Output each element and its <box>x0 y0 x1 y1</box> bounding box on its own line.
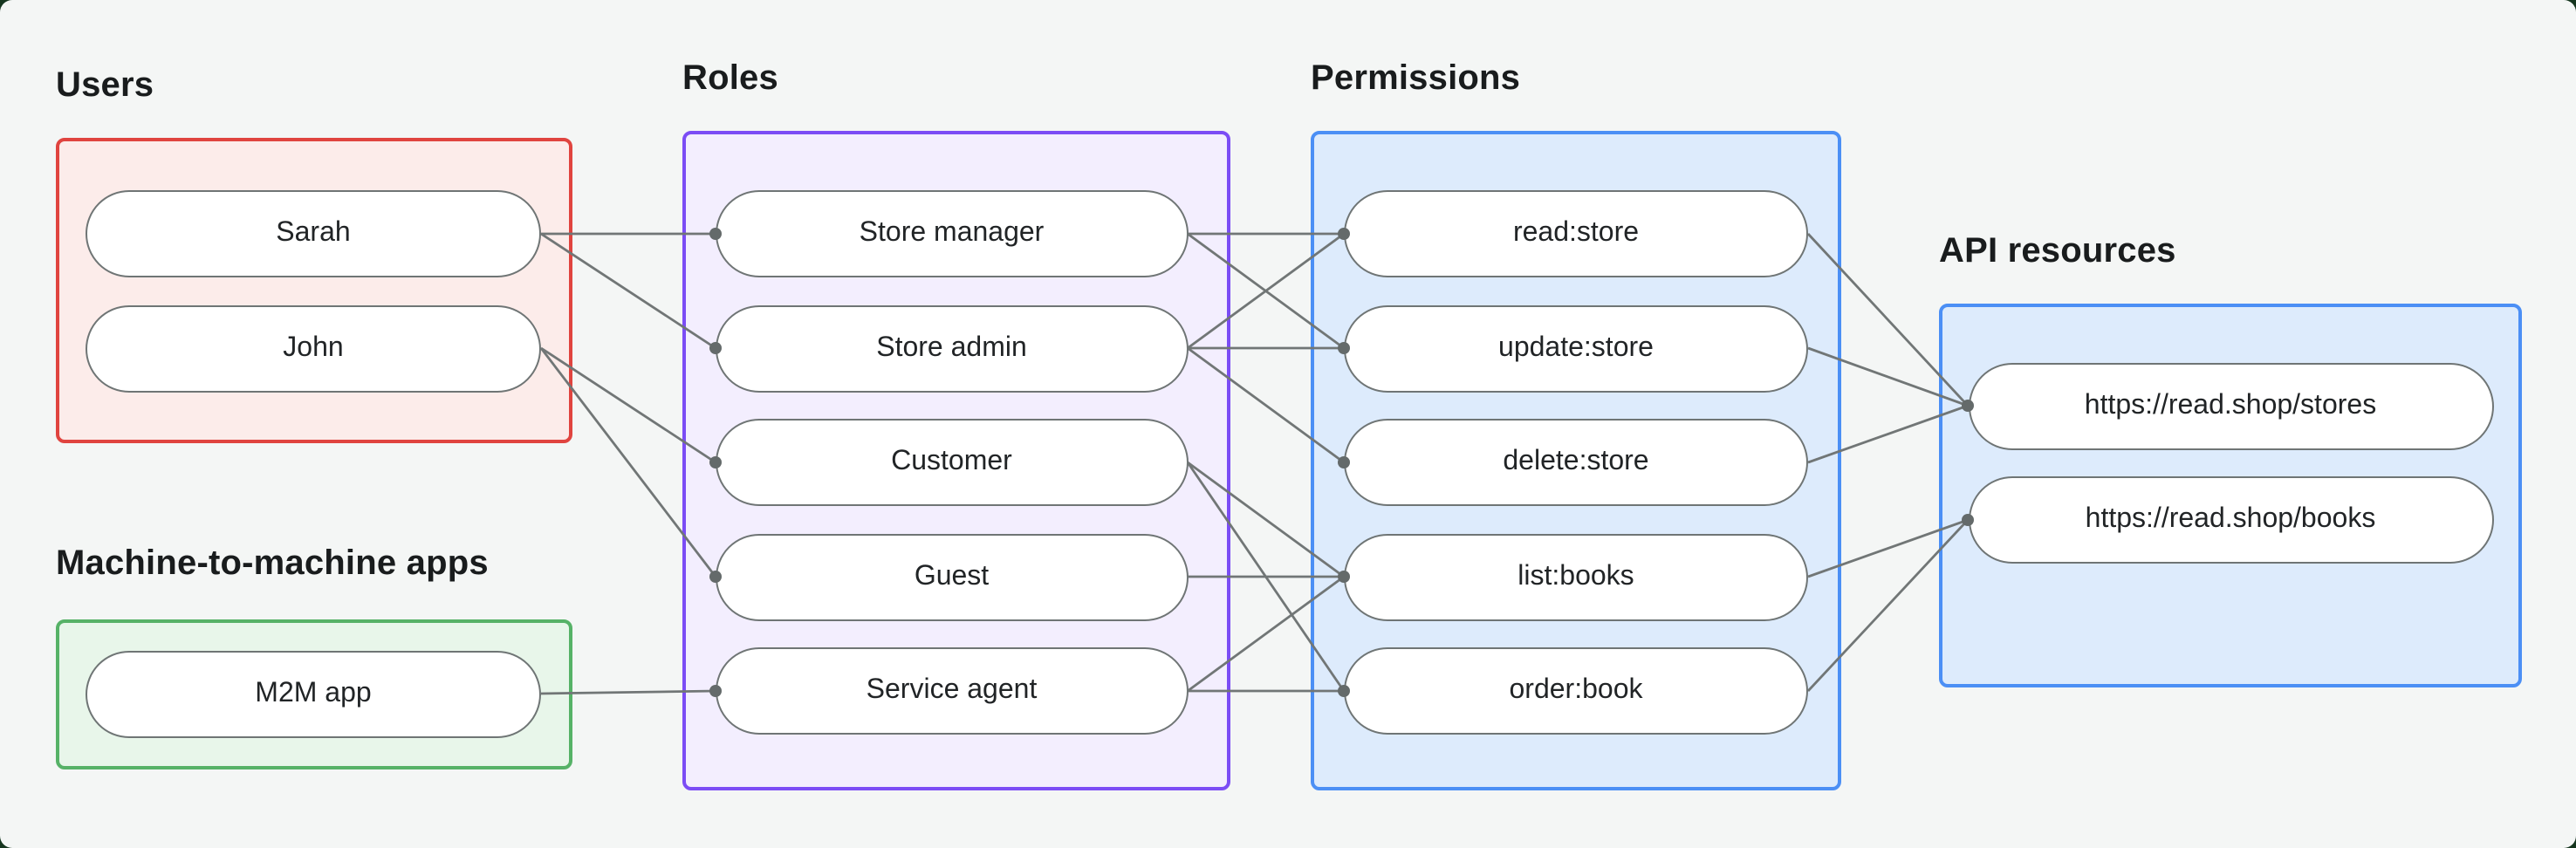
permissions-section-label: Permissions <box>1311 59 1521 98</box>
node-label: Store manager <box>859 218 1045 248</box>
m2m-apps-section-label: Machine-to-machine apps <box>56 544 489 583</box>
node-label: Sarah <box>276 218 351 248</box>
node-label: read:store <box>1512 218 1640 248</box>
node-label: Store admin <box>876 332 1027 362</box>
node-label: delete:store <box>1503 447 1649 476</box>
node-label: John <box>283 332 344 362</box>
node-role-store-admin: Store admin <box>716 304 1188 392</box>
node-user-sarah: Sarah <box>86 190 541 277</box>
node-role-guest: Guest <box>716 533 1188 620</box>
api-resources-section-label: API resources <box>1939 232 2176 270</box>
node-label: update:store <box>1498 332 1654 362</box>
users-section-label: Users <box>56 66 154 105</box>
node-role-service-agent: Service agent <box>716 647 1188 735</box>
node-label: https://read.shop/books <box>2085 504 2376 534</box>
node-label: M2M app <box>255 678 372 708</box>
node-label: Guest <box>914 561 990 591</box>
node-label: Customer <box>891 447 1012 476</box>
users-group-box <box>56 138 572 443</box>
node-user-john: John <box>86 304 541 392</box>
node-permission-read-store: read:store <box>1344 190 1808 277</box>
node-permission-order-book: order:book <box>1344 647 1808 735</box>
node-m2m-app: M2M app <box>86 650 541 737</box>
node-label: https://read.shop/stores <box>2084 390 2377 420</box>
node-role-store-manager: Store manager <box>716 190 1188 277</box>
node-label: list:books <box>1518 561 1634 591</box>
node-api-resource-books: https://read.shop/books <box>1968 476 2493 564</box>
roles-section-label: Roles <box>682 59 778 98</box>
node-label: Service agent <box>866 675 1038 705</box>
node-permission-update-store: update:store <box>1344 304 1808 392</box>
node-label: order:book <box>1509 675 1643 705</box>
node-api-resource-stores: https://read.shop/stores <box>1968 362 2493 449</box>
node-role-customer: Customer <box>716 419 1188 506</box>
node-permission-delete-store: delete:store <box>1344 419 1808 506</box>
node-permission-list-books: list:books <box>1344 533 1808 620</box>
